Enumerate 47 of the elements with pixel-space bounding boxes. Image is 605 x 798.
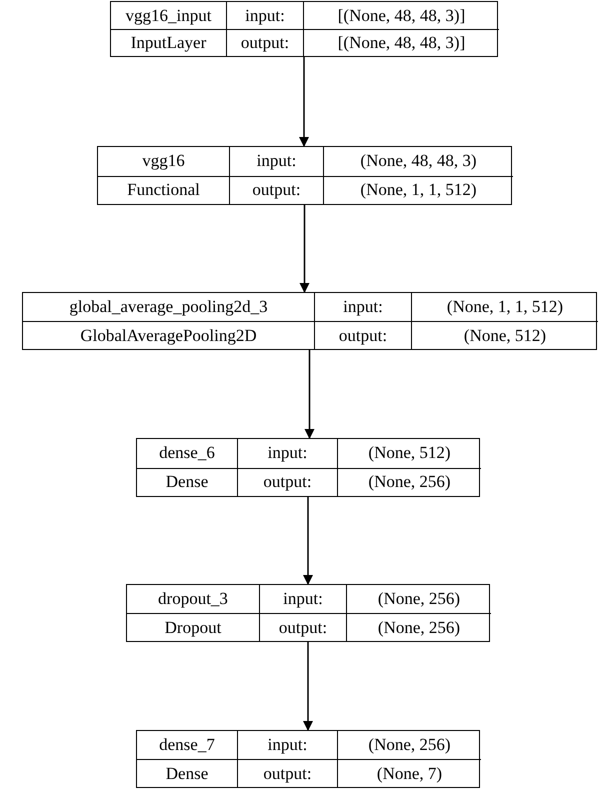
shape-value: [(None, 48, 48, 3)]: [303, 2, 499, 29]
shape-value: (None, 256): [346, 585, 491, 613]
layer-name: vgg16: [141, 150, 186, 172]
layer-name: dense_7: [158, 734, 216, 756]
port-label: output:: [237, 759, 337, 787]
layer-name: Functional: [98, 176, 229, 204]
arrow: [299, 57, 309, 147]
layer-table: [97, 146, 512, 205]
port-label: output:: [229, 176, 323, 204]
layer-table: [126, 584, 490, 642]
shape-value: (None, 48, 48, 3): [323, 147, 513, 176]
arrow: [303, 642, 313, 731]
port-label: input:: [237, 731, 337, 759]
port-label: input:: [226, 2, 303, 29]
layer-name: dropout_3: [157, 588, 229, 610]
layer-table: [22, 292, 597, 350]
layer-table: [136, 438, 480, 497]
shape-value: (None, 256): [337, 731, 481, 759]
port-label: output:: [314, 321, 411, 349]
port-label: output:: [226, 29, 303, 56]
layer-name: Dense: [137, 468, 237, 496]
port-label: output:: [259, 613, 346, 641]
port-label: input:: [229, 147, 323, 176]
port-label: input:: [237, 439, 337, 468]
layer-table: [136, 730, 480, 788]
layer-name: Dense: [137, 759, 237, 787]
shape-value: (None, 1, 1, 512): [323, 176, 513, 204]
arrow: [300, 205, 310, 293]
shape-value: (None, 256): [346, 613, 491, 641]
shape-value: (None, 512): [411, 321, 598, 349]
layer-name: vgg16_input: [124, 4, 212, 27]
layer-name: Dropout: [127, 613, 259, 641]
arrow: [304, 350, 314, 439]
shape-value: [(None, 48, 48, 3)]: [303, 29, 499, 56]
arrow: [303, 497, 313, 585]
layer-name: dense_6: [158, 442, 216, 464]
layer-table: [110, 1, 498, 57]
port-label: output:: [237, 468, 337, 496]
shape-value: (None, 1, 1, 512): [411, 293, 598, 321]
shape-value: (None, 7): [337, 759, 481, 787]
layer-name: InputLayer: [111, 29, 226, 56]
shape-value: (None, 256): [337, 468, 481, 496]
port-label: input:: [259, 585, 346, 613]
layer-name: GlobalAveragePooling2D: [23, 321, 314, 349]
layer-name: global_average_pooling2d_3: [68, 296, 269, 318]
port-label: input:: [314, 293, 411, 321]
shape-value: (None, 512): [337, 439, 481, 468]
